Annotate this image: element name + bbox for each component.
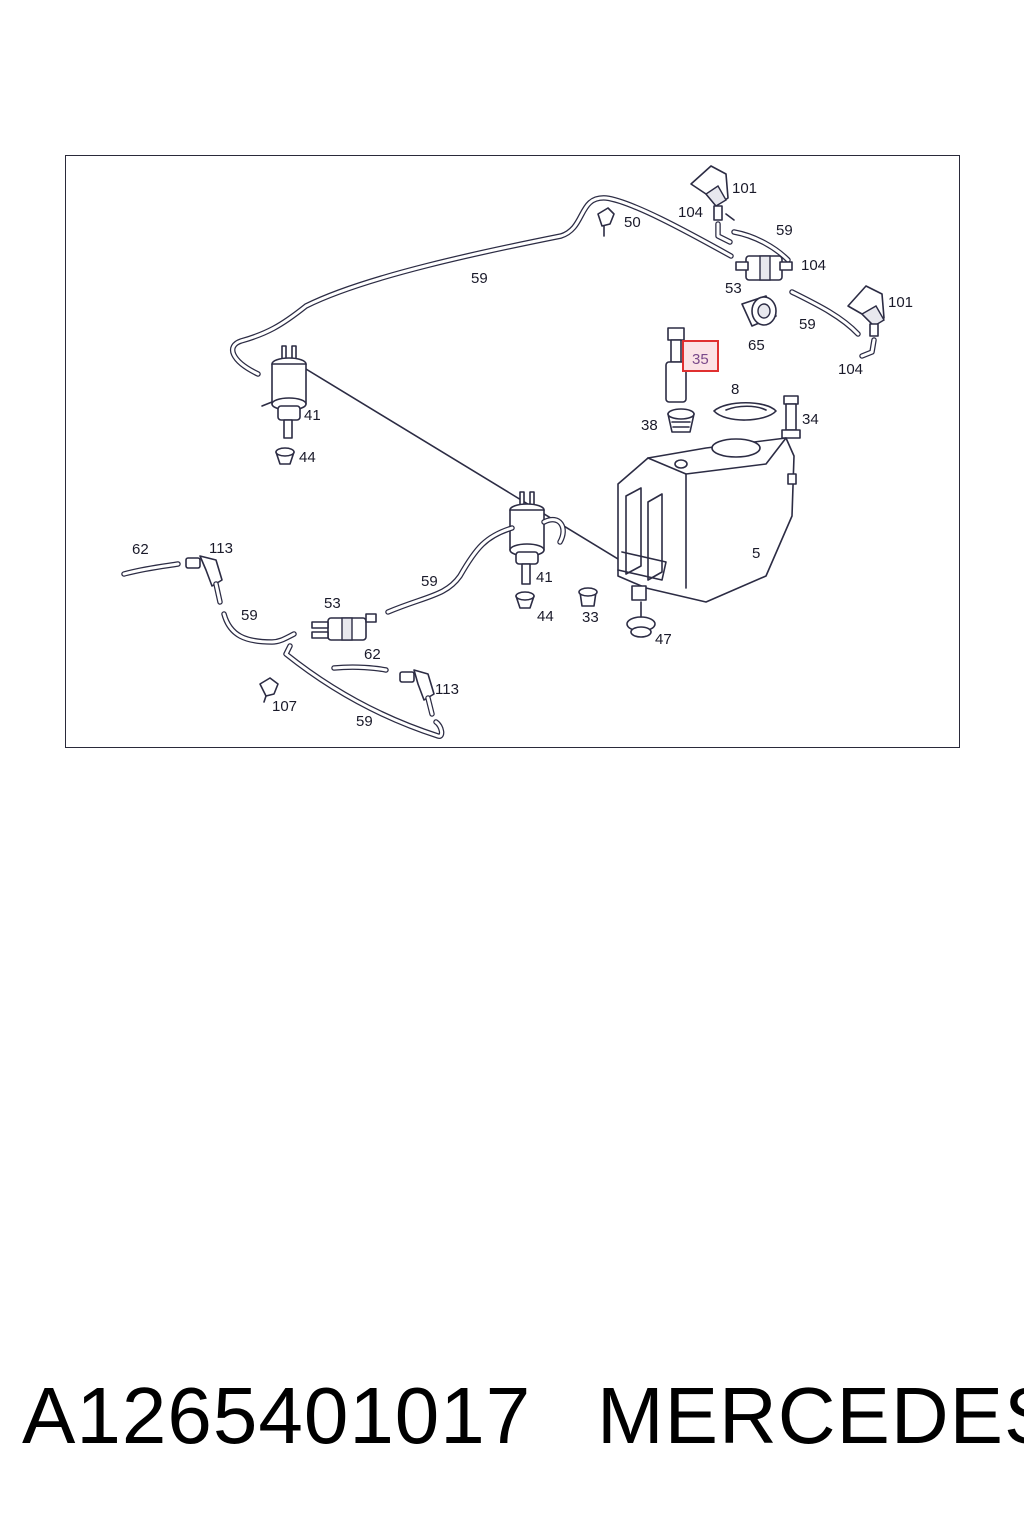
clip-50: [597, 207, 615, 237]
cap-seal-8: [713, 402, 777, 421]
nozzle-101-top: [690, 165, 735, 221]
label-5: 5: [752, 545, 760, 562]
label-107: 107: [272, 698, 297, 715]
hose-62-bottom: [331, 664, 389, 673]
label-59-right: 59: [799, 316, 816, 333]
label-62-left: 62: [132, 541, 149, 558]
hose-59-bottom: [283, 643, 445, 739]
label-101-right: 101: [888, 294, 913, 311]
check-valve-53-bottom: [311, 613, 377, 641]
hose-59-right: [789, 289, 861, 337]
label-59-bottom: 59: [356, 713, 373, 730]
part-number: A1265401017: [22, 1371, 532, 1460]
grommet-65: [741, 295, 777, 327]
label-62-bottom: 62: [364, 646, 381, 663]
level-sensor-35: [665, 327, 691, 403]
label-65: 65: [748, 337, 765, 354]
parts-diagram: 101 104 59 50 59 104 53 101 59 65 104 35…: [65, 155, 960, 748]
pump-41-left: [261, 345, 307, 439]
label-59-top: 59: [471, 270, 488, 287]
label-33: 33: [582, 609, 599, 626]
label-35: 35: [692, 351, 709, 368]
label-113-bottom: 113: [435, 681, 459, 698]
check-valve-53-top: [735, 255, 793, 281]
label-38: 38: [641, 417, 658, 434]
grommet-44-left: [275, 447, 295, 465]
pump-41-center: [509, 491, 566, 585]
grommet-44-center: [515, 591, 535, 609]
label-59-center: 59: [421, 573, 438, 590]
label-34: 34: [802, 411, 819, 428]
label-8: 8: [731, 381, 739, 398]
hose-59-short: [731, 229, 791, 263]
label-50: 50: [624, 214, 641, 231]
seal-38: [667, 408, 695, 433]
highlight-box: [682, 340, 719, 372]
label-113-left: 113: [209, 540, 233, 557]
connector-113-left: [185, 555, 223, 605]
grommet-33: [578, 587, 598, 607]
label-41-left: 41: [304, 407, 321, 424]
part-labels: 101 104 59 50 59 104 53 101 59 65 104 35…: [132, 180, 913, 730]
washer-tank-5: [617, 437, 797, 603]
label-47: 47: [655, 631, 672, 648]
grommet-47: [626, 601, 656, 638]
leader-line: [300, 365, 647, 577]
clip-107: [259, 677, 279, 703]
hose-59-top: [229, 195, 734, 377]
label-59-short: 59: [776, 222, 793, 239]
hose-59-bottom-left: [221, 611, 297, 645]
label-53-top: 53: [725, 280, 742, 297]
label-41-center: 41: [536, 569, 553, 586]
caption: A1265401017 MERCEDES: [0, 1370, 1024, 1470]
bolt-34: [781, 395, 801, 439]
hose-59-center: [385, 525, 515, 615]
label-53-bottom: 53: [324, 595, 341, 612]
label-44-center: 44: [537, 608, 554, 625]
brand-name: MERCEDES: [597, 1371, 1024, 1460]
elbow-104-top: [715, 221, 733, 245]
nozzle-101-right: [847, 285, 885, 359]
label-104-top: 104: [678, 204, 703, 221]
hose-62-left: [121, 561, 181, 577]
label-44-left: 44: [299, 449, 316, 466]
label-59-bottom-left: 59: [241, 607, 258, 624]
label-104-right: 104: [838, 361, 863, 378]
connector-113-bottom: [399, 669, 435, 717]
diagram-svg: 101 104 59 50 59 104 53 101 59 65 104 35…: [121, 165, 913, 739]
label-101-top: 101: [732, 180, 757, 197]
label-104-mid: 104: [801, 257, 826, 274]
